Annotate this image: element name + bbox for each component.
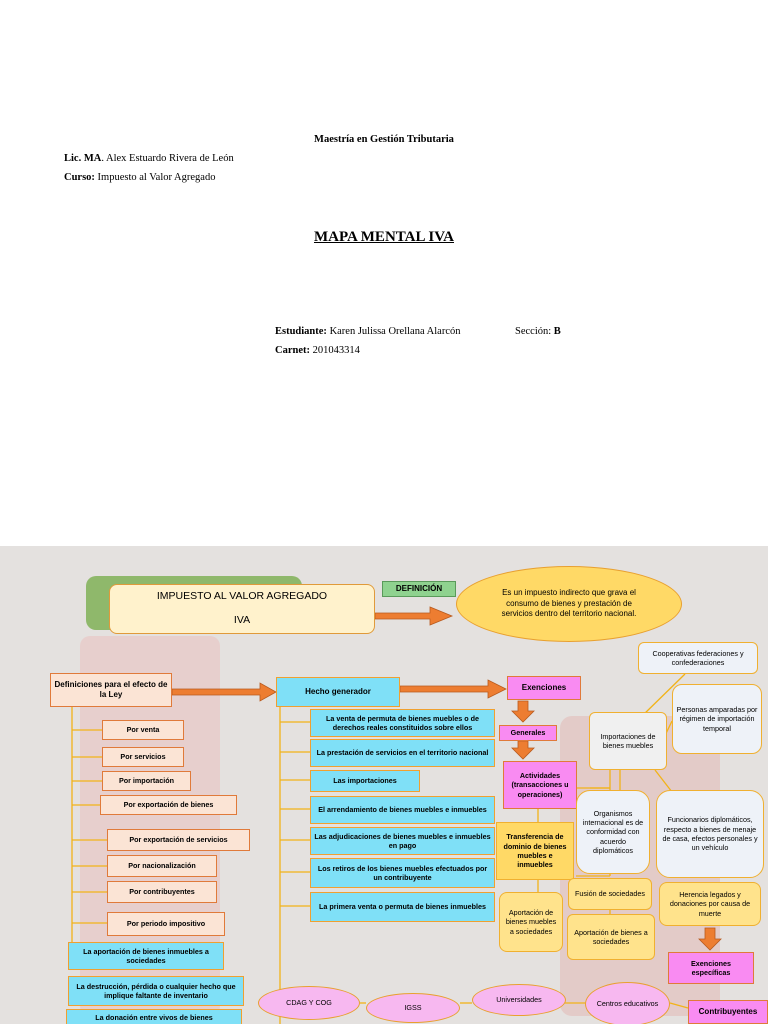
ley-item: La donación entre vivos de bienes — [66, 1009, 242, 1024]
ley-item: Por importación — [102, 771, 191, 791]
fusion-box: Fusión de sociedades — [568, 878, 652, 910]
hecho-item: Las importaciones — [310, 770, 420, 792]
importaciones-box: Importaciones de bienes muebles — [589, 712, 667, 770]
hecho-item: La venta de permuta de bienes muebles o … — [310, 709, 495, 737]
program-name: Maestría en Gestión Tributaria — [314, 134, 454, 145]
exenciones-especificas-box: Exenciones específicas — [668, 952, 754, 984]
definicion-text: Es un impuesto indirecto que grava el co… — [456, 566, 682, 642]
hecho-item: La primera venta o permuta de bienes inm… — [310, 892, 495, 922]
main-title-box: IMPUESTO AL VALOR AGREGADO IVA — [109, 584, 375, 634]
student-name: Karen Julissa Orellana Alarcón — [326, 326, 461, 337]
aportacion-sociedades-box: Aportación de bienes a sociedades — [567, 914, 655, 960]
funcionarios-box: Funcionarios diplomáticos, respecto a bi… — [656, 790, 764, 878]
ley-item: Por nacionalización — [107, 855, 217, 877]
mind-map: IMPUESTO AL VALOR AGREGADO IVA DEFINICIÓ… — [0, 546, 768, 1024]
generales-box: Generales — [499, 725, 557, 741]
ley-item: Por venta — [102, 720, 184, 740]
definiciones-ley-box: Definiciones para el efecto de la Ley — [50, 673, 172, 707]
course-label: Curso: — [64, 172, 95, 183]
definicion-label: DEFINICIÓN — [382, 581, 456, 597]
connector-lines — [70, 606, 722, 1024]
professor-name: . Alex Estuardo Rivera de León — [101, 153, 234, 164]
ley-item: La aportación de bienes inmuebles a soci… — [68, 942, 224, 970]
hecho-item: Los retiros de los bienes muebles efectu… — [310, 858, 495, 888]
ley-item: Por exportación de bienes — [100, 795, 237, 815]
carnet-label: Carnet: — [275, 345, 310, 356]
main-title-line1: IMPUESTO AL VALOR AGREGADO — [156, 590, 328, 603]
ley-item: Por exportación de servicios — [107, 829, 250, 851]
contribuyentes-box: Contribuyentes — [688, 1000, 768, 1024]
section-line: Sección: B — [515, 326, 561, 337]
section-value: B — [553, 326, 561, 337]
aportacion-muebles-box: Aportación de bienes muebles a sociedade… — [499, 892, 563, 952]
cooperativas-box: Cooperativas federaciones y confederacio… — [638, 642, 758, 674]
professor-line: Lic. MA. Alex Estuardo Rivera de León — [64, 153, 234, 164]
bottom-item: Universidades — [472, 984, 566, 1016]
ley-item: Por servicios — [102, 747, 184, 767]
transferencia-box: Transferencia de dominio de bienes muebl… — [496, 822, 574, 880]
hecho-item: El arrendamiento de bienes muebles e inm… — [310, 796, 495, 824]
hecho-item: Las adjudicaciones de bienes muebles e i… — [310, 827, 495, 855]
main-title-line2: IVA — [233, 614, 251, 626]
document-title: MAPA MENTAL IVA — [313, 229, 454, 245]
ley-item: Por contribuyentes — [107, 881, 217, 903]
section-label: Sección: — [515, 326, 552, 337]
professor-label: Lic. MA — [64, 153, 102, 164]
hecho-generador-box: Hecho generador — [276, 677, 400, 707]
course-name: Impuesto al Valor Agregado — [94, 172, 216, 183]
student-line: Estudiante: Karen Julissa Orellana Alarc… — [275, 326, 460, 337]
course-line: Curso: Impuesto al Valor Agregado — [64, 172, 215, 183]
hecho-item: La prestación de servicios en el territo… — [310, 739, 495, 767]
bottom-item: IGSS — [366, 993, 460, 1023]
herencia-box: Herencia legados y donaciones por causa … — [659, 882, 761, 926]
carnet-line: Carnet: 201043314 — [275, 345, 360, 356]
bottom-item: CDAG Y COG — [258, 986, 360, 1020]
personas-box: Personas amparadas por régimen de import… — [672, 684, 762, 754]
carnet-value: 201043314 — [310, 345, 360, 356]
bottom-item: Centros educativos — [585, 982, 670, 1024]
student-label: Estudiante: — [275, 326, 327, 337]
ley-item: Por periodo impositivo — [107, 912, 225, 936]
exenciones-box: Exenciones — [507, 676, 581, 700]
organismos-box: Organismos internacional es de conformid… — [576, 790, 650, 874]
ley-item: La destrucción, pérdida o cualquier hech… — [68, 976, 244, 1006]
actividades-box: Actividades (transacciones u operaciones… — [503, 761, 577, 809]
